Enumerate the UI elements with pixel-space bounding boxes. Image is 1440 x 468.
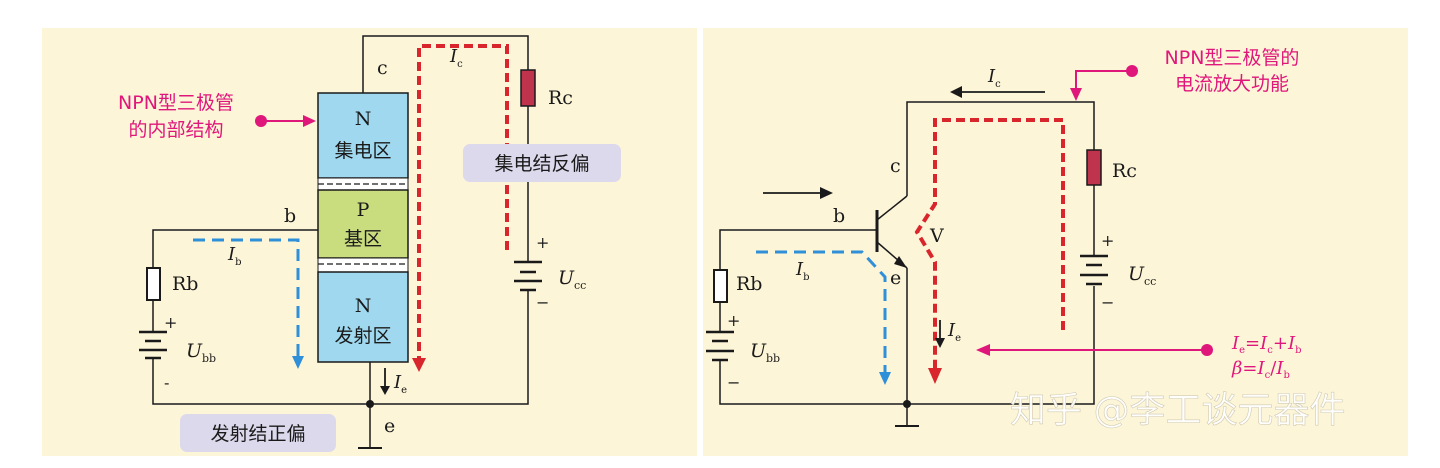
ucc-plus: + xyxy=(1101,231,1114,250)
collector-current-arrowhead xyxy=(412,358,426,372)
battery-ucc xyxy=(1080,254,1108,286)
battery-ubb xyxy=(706,330,734,362)
base-wire xyxy=(152,229,318,268)
formula-beta: β=Ic/Ib xyxy=(1231,358,1290,381)
terminal-e-label: e xyxy=(890,267,901,289)
collector-reverse-badge xyxy=(463,144,621,182)
ie-label: Ie xyxy=(947,320,961,344)
ie-label: Ie xyxy=(393,372,407,396)
ic-arrowhead xyxy=(950,86,962,98)
terminal-e-label: e xyxy=(384,415,395,437)
collector-current-path xyxy=(914,118,1065,372)
transistor-symbol xyxy=(875,195,908,269)
resistor-rb xyxy=(146,267,161,301)
terminal-c-label: c xyxy=(377,57,388,79)
collector-region xyxy=(317,92,409,179)
ie-arrowhead xyxy=(935,338,945,348)
right-callout-line2: 电流放大功能 xyxy=(1175,73,1289,95)
right-callout-line1: NPN型三极管的 xyxy=(1165,47,1300,69)
emitter-forward-badge-label: 发射结正偏 xyxy=(210,423,305,445)
junction-dot xyxy=(903,400,911,408)
emitter-forward-badge xyxy=(180,414,336,452)
emitter-region xyxy=(317,271,409,363)
battery-to-ground-wire xyxy=(152,290,529,405)
watermark: 知乎 @李工谈元器件 xyxy=(1010,390,1345,431)
left-callout-line1: NPN型三极管 xyxy=(118,92,234,114)
base-region-label: 基区 xyxy=(344,228,382,250)
resistor-rc-label: Rc xyxy=(1112,160,1137,182)
left-callout-line2: 的内部结构 xyxy=(128,119,223,141)
ubb-plus: + xyxy=(727,311,740,330)
ucc-plus: + xyxy=(536,233,549,252)
ie-arrowhead xyxy=(380,386,390,395)
ucc-minus: − xyxy=(1101,293,1114,312)
callout-arrowhead xyxy=(1070,88,1082,101)
ib-label: Ib xyxy=(795,259,810,283)
ubb-minus: - xyxy=(164,373,169,392)
collector-wire xyxy=(906,101,1095,196)
resistor-rc-label: Rc xyxy=(548,87,573,109)
terminal-b-label: b xyxy=(284,205,296,227)
ucc-label: Ucc xyxy=(558,267,586,292)
collector-reverse-badge-label: 集电结反偏 xyxy=(494,153,589,175)
formula-ie: Ie=Ic+Ib xyxy=(1231,333,1302,356)
collector-region-label: 集电区 xyxy=(334,140,391,162)
formula-arrowhead xyxy=(976,344,990,356)
base-current-arrowhead xyxy=(292,356,304,369)
emitter-region-n: N xyxy=(355,295,372,317)
base-current-path xyxy=(193,238,300,362)
resistor-rb-label: Rb xyxy=(736,273,762,295)
junction-dot xyxy=(366,400,374,408)
battery-ucc xyxy=(514,260,542,292)
collector-current-arrowhead xyxy=(928,368,942,384)
transistor-v-label: V xyxy=(929,225,944,247)
ubb-plus: + xyxy=(164,313,177,332)
battery-ubb xyxy=(139,330,167,360)
base-current-arrowhead xyxy=(879,372,891,385)
ic-label: Ic xyxy=(449,46,463,70)
callout-arrowhead xyxy=(303,115,316,127)
base-wire xyxy=(719,229,877,270)
resistor-rb-label: Rb xyxy=(172,273,198,295)
resistor-rb xyxy=(713,269,728,303)
terminal-b-label: b xyxy=(833,205,845,227)
collector-region-n: N xyxy=(355,108,372,130)
resistor-rc xyxy=(520,69,536,107)
ubb-minus: − xyxy=(727,373,740,392)
left-circuit: N 集电区 P 基区 N 发射区 Rc Rb + − Ucc xyxy=(118,35,621,452)
ucc-label: Ucc xyxy=(1128,263,1156,288)
emitter-region-label: 发射区 xyxy=(334,325,391,347)
callout-pointer xyxy=(1075,70,1132,90)
right-panel xyxy=(703,28,1408,456)
terminal-c-label: c xyxy=(890,155,901,177)
ib-label: Ib xyxy=(227,244,242,268)
right-circuit: Rc Rb + − Ucc + − Ubb c b e V xyxy=(706,47,1302,427)
base-region-p: P xyxy=(357,199,370,221)
collector-wire xyxy=(362,35,529,93)
ubb-label: Ubb xyxy=(186,340,216,365)
ic-label: Ic xyxy=(987,66,1001,90)
base-input-arrowhead xyxy=(820,187,833,199)
base-current-path xyxy=(756,250,887,376)
ubb-label: Ubb xyxy=(750,340,780,365)
junction-be xyxy=(317,257,409,273)
resistor-rc xyxy=(1086,149,1102,186)
ucc-minus: − xyxy=(536,293,549,312)
